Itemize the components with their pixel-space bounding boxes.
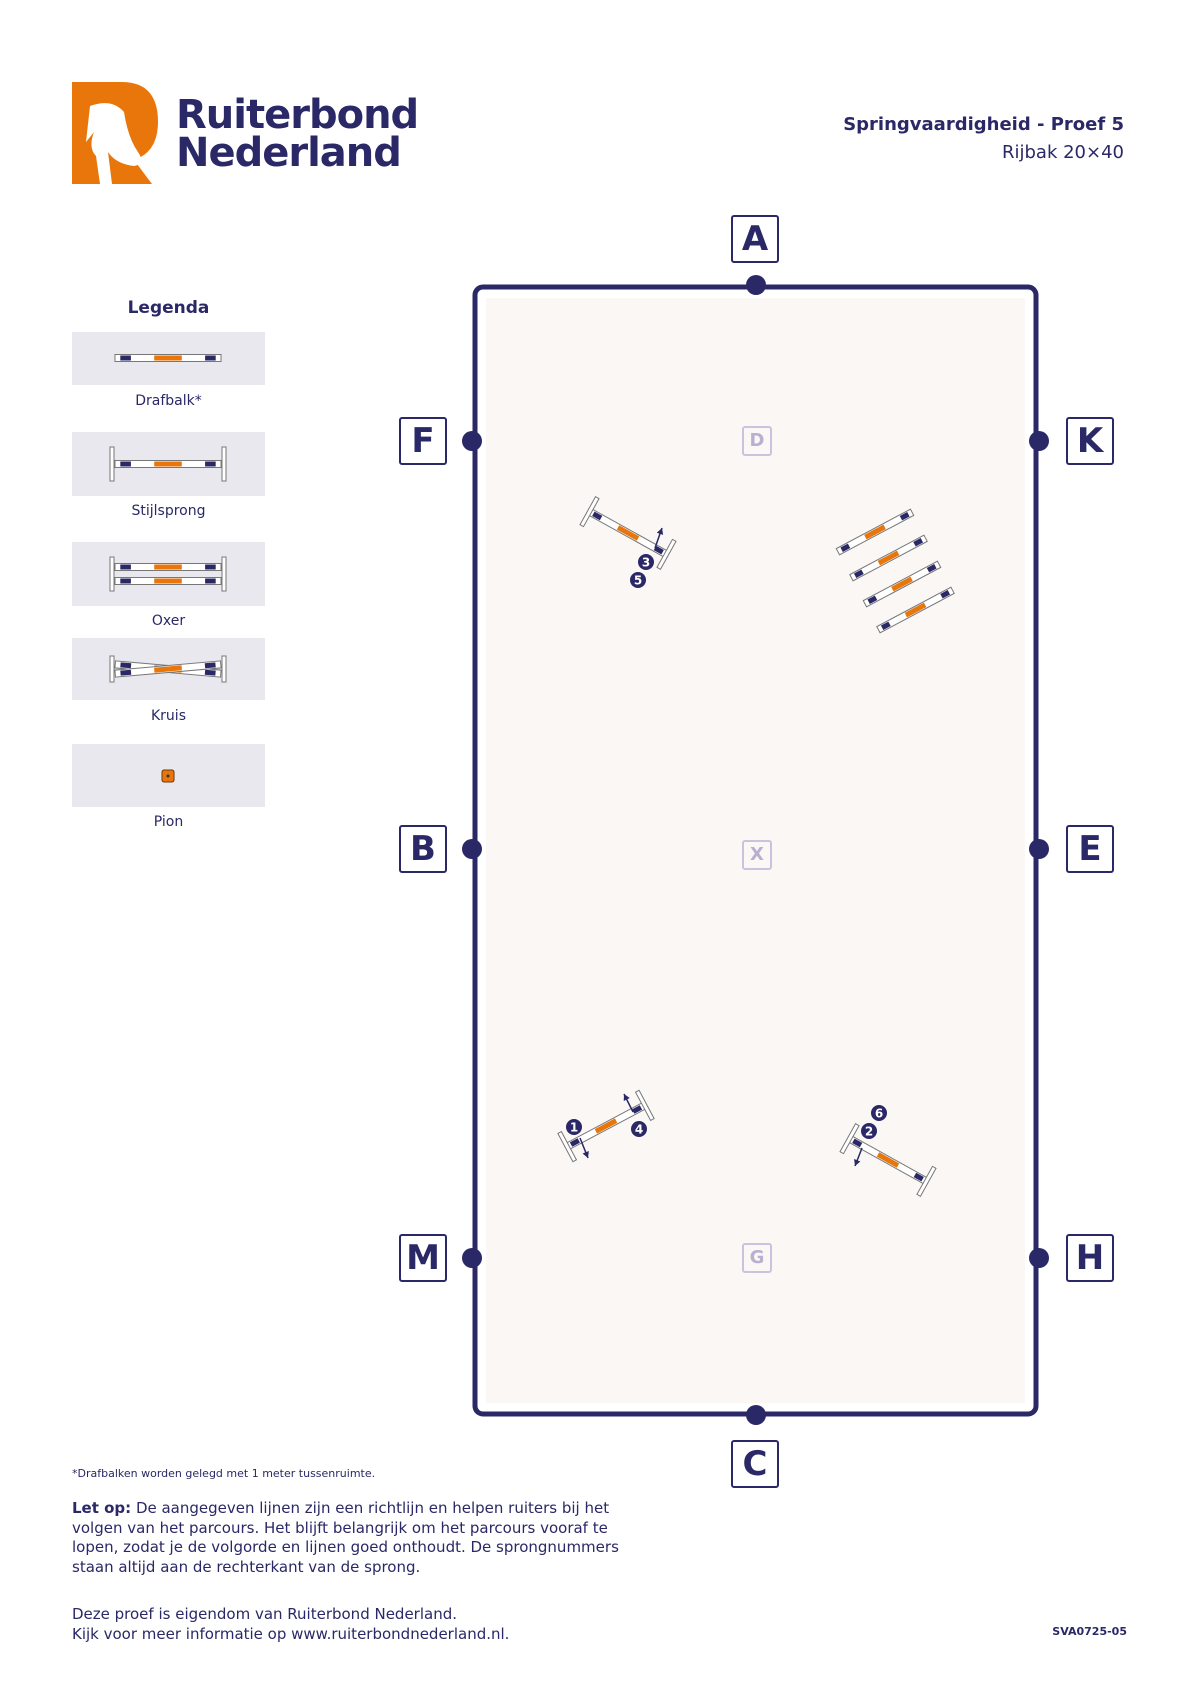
direction-arrow xyxy=(654,527,664,549)
legend-label: Kruis xyxy=(151,708,186,724)
cross-jump-icon xyxy=(109,655,227,683)
letter-dot xyxy=(462,431,482,451)
letter-dot xyxy=(1029,839,1049,859)
trot-pole xyxy=(862,560,942,608)
pole xyxy=(114,660,222,678)
direction-arrow xyxy=(579,1137,589,1159)
letter-dot xyxy=(1029,1248,1049,1268)
jump-number: 4 xyxy=(631,1121,647,1137)
jump-6-2 xyxy=(839,1123,937,1197)
marker-g: G xyxy=(742,1243,772,1273)
arena-letter-c: C xyxy=(731,1440,779,1488)
svg-text:3: 3 xyxy=(642,556,650,570)
jump-stand xyxy=(916,1165,937,1197)
svg-text:2: 2 xyxy=(865,1125,873,1139)
jump-stand xyxy=(109,556,115,592)
instruction-label: Let op: xyxy=(72,1499,132,1517)
jump-number: 6 xyxy=(871,1105,887,1121)
pole xyxy=(114,577,222,585)
arena-letter-e: E xyxy=(1066,825,1114,873)
brand-line-1: Ruiterbond xyxy=(176,92,419,138)
trot-pole xyxy=(835,508,915,556)
trot-pole xyxy=(849,534,928,582)
letter-dot xyxy=(462,839,482,859)
brand-line-2: Nederland xyxy=(176,130,402,176)
svg-text:5: 5 xyxy=(634,574,642,588)
letter-dot xyxy=(746,275,766,295)
pole xyxy=(835,508,915,556)
instruction-paragraph: Let op: De aangegeven lijnen zijn een ri… xyxy=(72,1499,632,1577)
jump-stand xyxy=(109,655,115,683)
jump-stand xyxy=(221,446,227,482)
ruiterbond-logo xyxy=(72,82,158,184)
direction-arrow xyxy=(623,1093,634,1113)
legend-label: Drafbalk* xyxy=(135,393,202,409)
jump-number: 3 xyxy=(638,554,654,570)
jump-3-5 xyxy=(579,496,677,570)
marker-x: X xyxy=(742,840,772,870)
pole xyxy=(114,354,222,362)
svg-text:6: 6 xyxy=(875,1107,883,1121)
jump-stand xyxy=(656,538,677,570)
letter-dot xyxy=(1029,431,1049,451)
jump-number: 1 xyxy=(566,1119,582,1135)
pole xyxy=(876,586,955,634)
instruction-text: De aangegeven lijnen zijn een richtlijn … xyxy=(72,1499,619,1576)
legend-label: Pion xyxy=(153,814,184,830)
arena-letter-m: M xyxy=(399,1234,447,1282)
letter-dot xyxy=(462,1248,482,1268)
arena-letter-a: A xyxy=(731,215,779,263)
ownership-note: Deze proef is eigendom van Ruiterbond Ne… xyxy=(72,1604,509,1644)
arena-letter-f: F xyxy=(399,417,447,465)
direction-arrow xyxy=(854,1147,863,1167)
document-title: Springvaardigheid - Proef 5 xyxy=(843,114,1124,135)
trot-pole-icon xyxy=(114,354,222,362)
document-subtitle: Rijbak 20×40 xyxy=(1001,142,1124,163)
svg-text:1: 1 xyxy=(570,1121,578,1135)
legend-label: Stijlsprong xyxy=(131,503,206,519)
legend-label: Oxer xyxy=(151,613,186,629)
document-code: SVA0725-05 xyxy=(1052,1625,1127,1638)
jump-1-4 xyxy=(557,1089,655,1163)
pole xyxy=(114,563,222,571)
svg-text:4: 4 xyxy=(635,1123,643,1137)
footnote: *Drafbalken worden gelegd met 1 meter tu… xyxy=(72,1467,376,1480)
pole xyxy=(849,534,928,582)
jump-number: 5 xyxy=(630,572,646,588)
pole xyxy=(862,560,942,608)
jump-stand xyxy=(221,556,227,592)
trot-pole xyxy=(876,586,955,634)
arena-letter-h: H xyxy=(1066,1234,1114,1282)
jump-stand xyxy=(221,655,227,683)
website-line: Kijk voor meer informatie op www.ruiterb… xyxy=(72,1625,510,1643)
vertical-jump-icon xyxy=(109,446,227,482)
marker-d: D xyxy=(742,426,772,456)
arena-letter-b: B xyxy=(399,825,447,873)
oxer-icon xyxy=(109,556,227,592)
jump-stand xyxy=(634,1089,655,1122)
legend-title: Legenda xyxy=(127,298,210,318)
jump-stand xyxy=(109,446,115,482)
jump-stand xyxy=(557,1130,578,1163)
pole xyxy=(114,460,222,468)
owner-line: Deze proef is eigendom van Ruiterbond Ne… xyxy=(72,1605,458,1623)
jump-stand xyxy=(579,496,600,528)
jump-number: 2 xyxy=(861,1123,877,1139)
legend-oxer xyxy=(72,542,265,606)
letter-dot xyxy=(746,1405,766,1425)
jump-stand xyxy=(839,1123,860,1155)
arena-letter-k: K xyxy=(1066,417,1114,465)
